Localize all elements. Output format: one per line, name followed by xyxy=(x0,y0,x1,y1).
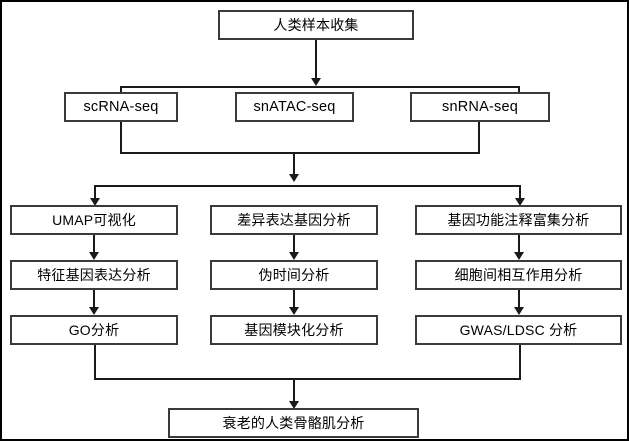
node-marker-gene-expression-analysis[interactable]: 特征基因表达分析 xyxy=(10,260,178,290)
node-label: 基因模块化分析 xyxy=(244,322,344,338)
node-gene-module-analysis[interactable]: 基因模块化分析 xyxy=(210,315,378,345)
merge-bus-top xyxy=(120,152,480,154)
edge-col2-r2-r3 xyxy=(293,290,295,310)
edge-snrna-down xyxy=(478,122,480,154)
node-umap-visualization[interactable]: UMAP可视化 xyxy=(10,205,178,235)
merge-bus-bottom xyxy=(94,378,521,380)
assay-bus-stub-right xyxy=(518,86,520,92)
edge-merge-bottom-to-terminal xyxy=(293,378,295,405)
edge-col1-to-merge-bottom xyxy=(94,345,96,380)
node-aging-human-skeletal-muscle-analysis[interactable]: 衰老的人类骨骼肌分析 xyxy=(168,408,419,438)
arrowhead-merge-bottom-to-terminal xyxy=(289,401,299,409)
node-differential-expression-analysis[interactable]: 差异表达基因分析 xyxy=(210,205,378,235)
node-label: UMAP可视化 xyxy=(52,212,136,228)
arrowhead-col2-r2-r3 xyxy=(289,307,299,315)
node-label: 差异表达基因分析 xyxy=(237,212,351,228)
arrowhead-split-to-col1 xyxy=(90,198,100,206)
node-label: 特征基因表达分析 xyxy=(37,267,151,283)
edge-col1-r1-r2 xyxy=(93,235,95,255)
arrowhead-root-to-assay-bus xyxy=(311,78,321,86)
node-label: 细胞间相互作用分析 xyxy=(454,267,583,283)
node-snatac-seq[interactable]: snATAC-seq xyxy=(235,92,354,122)
split-bus xyxy=(94,185,521,187)
edge-col2-r1-r2 xyxy=(293,235,295,255)
node-snrna-seq[interactable]: snRNA-seq xyxy=(410,92,550,122)
arrowhead-split-to-col3 xyxy=(515,198,525,206)
edge-merge-to-split xyxy=(293,152,295,179)
edge-split-to-col1 xyxy=(94,185,96,203)
node-label: snRNA-seq xyxy=(442,98,518,115)
node-label: GWAS/LDSC 分析 xyxy=(459,322,578,338)
node-cell-cell-interaction-analysis[interactable]: 细胞间相互作用分析 xyxy=(415,260,622,290)
arrowhead-col1-r1-r2 xyxy=(89,252,99,260)
node-label: GO分析 xyxy=(68,322,120,338)
edge-col3-r2-r3 xyxy=(518,290,520,310)
arrowhead-merge-to-split xyxy=(289,174,299,182)
edge-root-to-assay-bus xyxy=(315,40,317,80)
node-go-analysis[interactable]: GO分析 xyxy=(10,315,178,345)
edge-col3-to-merge-bottom xyxy=(519,345,521,380)
edge-col1-r2-r3 xyxy=(93,290,95,310)
node-label: 基因功能注释富集分析 xyxy=(447,212,590,228)
arrowhead-col3-r1-r2 xyxy=(514,252,524,260)
node-gene-function-enrichment-analysis[interactable]: 基因功能注释富集分析 xyxy=(415,205,622,235)
node-label: 伪时间分析 xyxy=(258,267,330,283)
edge-split-to-col3 xyxy=(519,185,521,203)
node-label: scRNA-seq xyxy=(83,98,159,115)
node-label: 人类样本收集 xyxy=(273,17,359,33)
arrowhead-col2-r1-r2 xyxy=(289,252,299,260)
arrowhead-col1-r2-r3 xyxy=(89,307,99,315)
node-human-sample-collection[interactable]: 人类样本收集 xyxy=(218,10,414,40)
assay-distribution-bus xyxy=(120,86,520,88)
node-gwas-ldsc-analysis[interactable]: GWAS/LDSC 分析 xyxy=(415,315,622,345)
edge-scrna-down xyxy=(120,122,122,154)
assay-bus-stub-left xyxy=(120,86,122,92)
edge-col3-r1-r2 xyxy=(518,235,520,255)
node-label: snATAC-seq xyxy=(253,98,336,115)
node-pseudotime-analysis[interactable]: 伪时间分析 xyxy=(210,260,378,290)
node-scrna-seq[interactable]: scRNA-seq xyxy=(64,92,178,122)
node-label: 衰老的人类骨骼肌分析 xyxy=(222,415,365,431)
arrowhead-col3-r2-r3 xyxy=(514,307,524,315)
